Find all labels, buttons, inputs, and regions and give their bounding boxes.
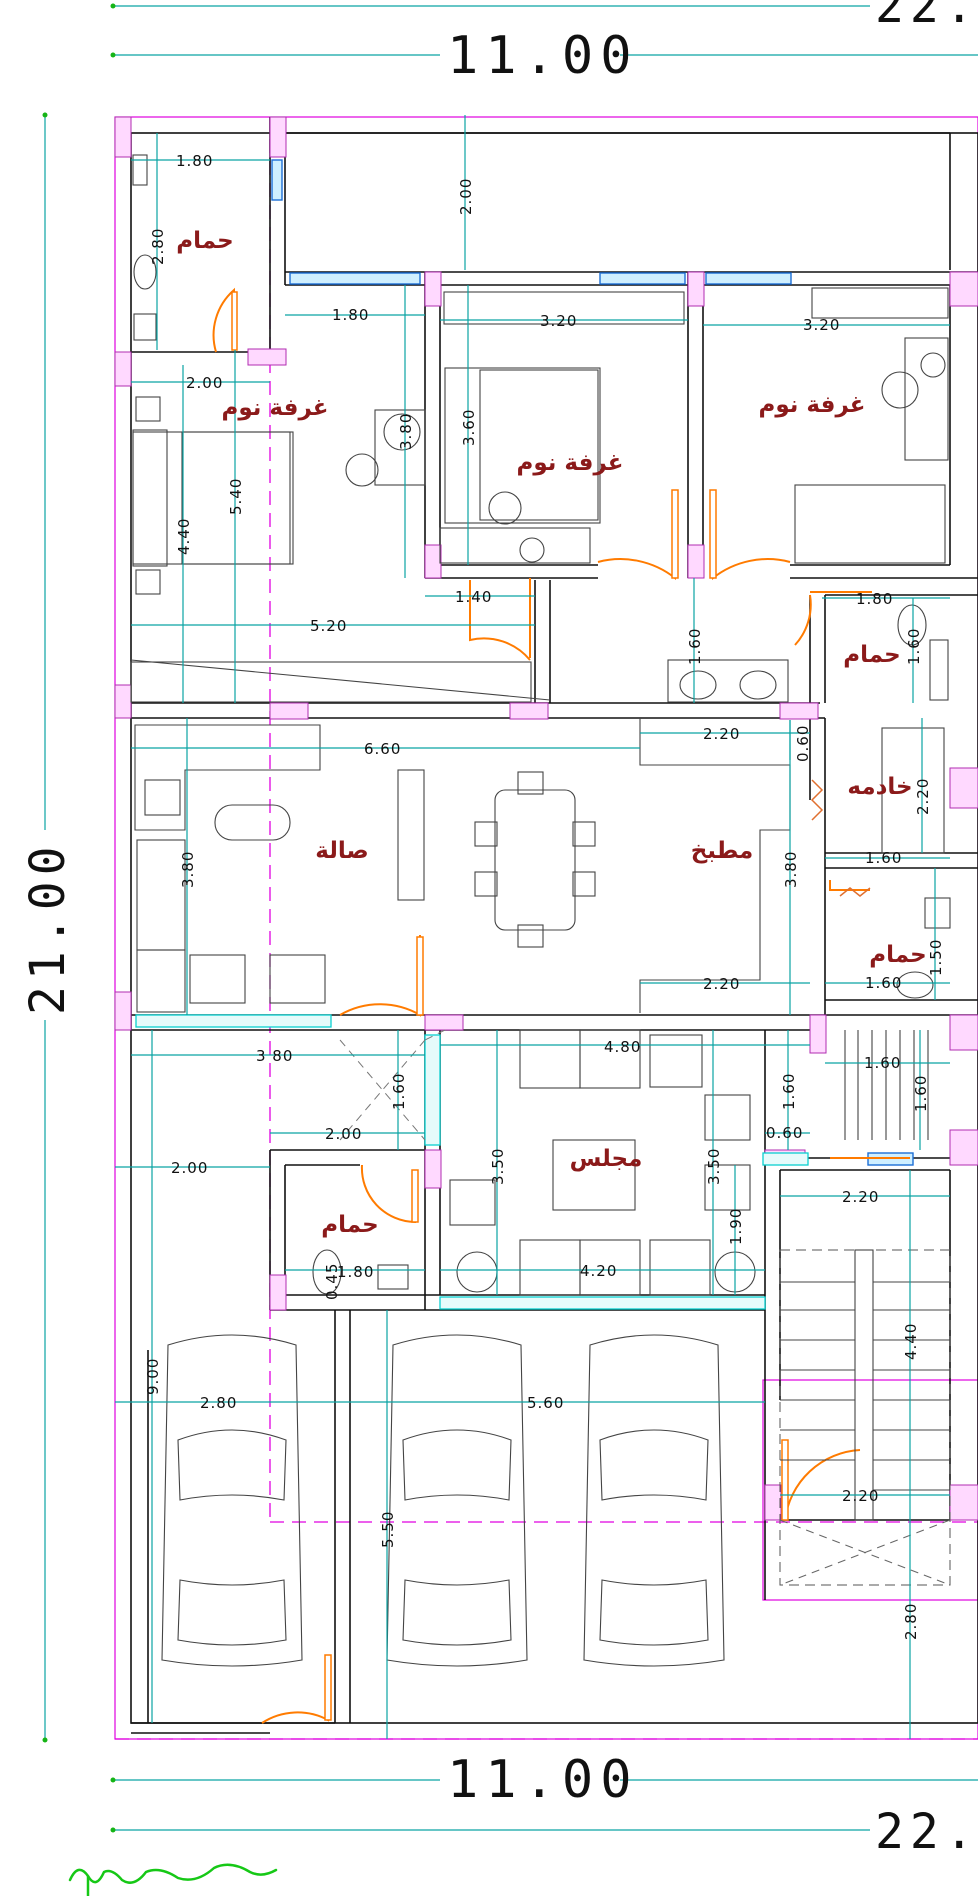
dim-label: 4.40 (902, 1323, 920, 1360)
dim-label: 1.60 (780, 1073, 798, 1110)
top-dimension-lines: 22.0 11.00 (110, 0, 978, 86)
depth-label: 21.00 (20, 841, 76, 1016)
dim-label: 3.80 (179, 851, 197, 888)
cars (161, 1334, 725, 1667)
dim-label: 2.80 (200, 1394, 237, 1412)
room-label-bath: حمام (843, 642, 901, 668)
dim-label: 1.60 (905, 628, 923, 665)
dim-label: 3.20 (803, 316, 840, 334)
dim-label: 5.40 (227, 478, 245, 515)
bottom-dimension-lines: 11.00 22.0 (110, 1750, 978, 1860)
dim-label: 2.00 (325, 1125, 362, 1143)
dim-label: 3.80 (782, 851, 800, 888)
dimension-labels: 1.80 2.80 2.00 1.80 3.20 3.20 2.00 3.60 … (144, 152, 945, 1640)
room-label-bedroom: غرفة نوم (759, 392, 866, 418)
dim-label: 1.80 (176, 152, 213, 170)
dim-label: 2.80 (149, 228, 167, 265)
dim-label: 2.80 (902, 1603, 920, 1640)
room-label-bath: حمام (321, 1212, 379, 1238)
car-3 (583, 1334, 725, 1667)
car-1 (161, 1334, 303, 1667)
dim-label: 1.60 (912, 1075, 930, 1112)
dim-label: 9.00 (144, 1358, 162, 1395)
bottom-width-label: 11.00 (447, 1750, 639, 1810)
dim-label: 4.20 (580, 1262, 617, 1280)
dim-label: 3.50 (705, 1148, 723, 1185)
dim-label: 2.20 (703, 725, 740, 743)
dim-label: 1.60 (865, 849, 902, 867)
windows (135, 159, 914, 1310)
dimension-lines (115, 115, 950, 1739)
room-labels: حمام غرفة نوم غرفة نوم غرفة نوم حمام صال… (176, 228, 927, 1238)
dim-label: 3 80 (256, 1047, 293, 1065)
dim-label: 0.45 (323, 1263, 341, 1300)
room-label-bedroom: غرفة نوم (517, 450, 624, 476)
dim-label: 2.00 (171, 1159, 208, 1177)
dim-label: 3.80 (397, 413, 415, 450)
dim-label: 2.20 (842, 1487, 879, 1505)
stairs-upper (844, 1030, 929, 1140)
room-label-bedroom: غرفة نوم (222, 395, 329, 421)
dim-label: 2.20 (842, 1188, 879, 1206)
dim-label: 3.60 (460, 409, 478, 446)
signature (68, 1863, 278, 1896)
car-2 (386, 1334, 528, 1667)
dim-label: 6.60 (364, 740, 401, 758)
dim-label: 0.60 (766, 1124, 803, 1142)
dim-label: 1.80 (856, 590, 893, 608)
dim-label: 1.90 (727, 1208, 745, 1245)
dim-label: 1.60 (864, 1054, 901, 1072)
dim-label: 1.80 (332, 306, 369, 324)
bottom-width-partial-label: 22.0 (875, 1804, 978, 1860)
furniture (130, 154, 951, 1586)
room-label-bath: حمام (176, 228, 234, 254)
room-label-maid: خادمه (847, 774, 912, 800)
dim-label: 5.50 (379, 1511, 397, 1548)
dim-label: 5.60 (527, 1394, 564, 1412)
room-label-kitchen: مطبخ (691, 838, 754, 864)
dim-label: 2.20 (703, 975, 740, 993)
top-width-label: 11.00 (447, 26, 639, 86)
dim-label: 1.60 (390, 1073, 408, 1110)
dim-label: 2.00 (457, 178, 475, 215)
dim-label: 3.20 (540, 312, 577, 330)
doors (212, 287, 910, 1724)
depth-dimension: 21.00 (20, 112, 76, 1743)
dim-label: 4.80 (604, 1038, 641, 1056)
dim-label: 4.40 (175, 518, 193, 555)
top-width-partial-label: 22.0 (875, 0, 978, 34)
dim-label: 1.60 (686, 628, 704, 665)
dim-label: 2.00 (186, 374, 223, 392)
room-label-majlis: مجلس (570, 1146, 643, 1172)
dim-label: 1.50 (927, 939, 945, 976)
room-label-bath: حمام (869, 942, 927, 968)
dim-label: 1.80 (337, 1263, 374, 1281)
room-label-hall: صالة (315, 838, 368, 864)
dim-label: 1.40 (455, 588, 492, 606)
dim-label: 0.60 (794, 725, 812, 762)
stairs-lower (779, 1249, 951, 1586)
dim-label: 5.20 (310, 617, 347, 635)
dim-label: 3.50 (489, 1148, 507, 1185)
dim-label: 2.20 (914, 778, 932, 815)
dim-label: 1.60 (865, 974, 902, 992)
